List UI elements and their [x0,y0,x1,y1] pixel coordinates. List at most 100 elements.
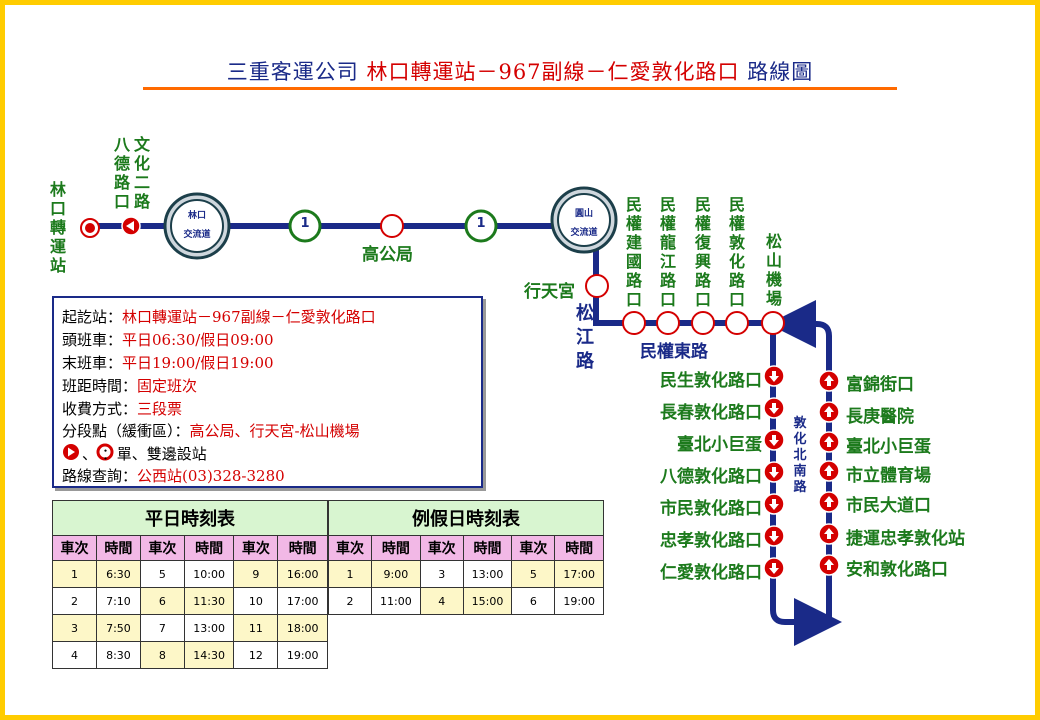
up-stop: 安和敦化路口 [846,560,948,580]
minquan-jianguo-stop [622,311,646,335]
down-arrow-icon [763,525,785,547]
holiday-timetable-title: 例假日時刻表 [328,500,604,536]
col-header-time: 時間 [95,535,141,561]
down-stop: 仁愛敦化路口 [660,563,762,583]
minquan-dunhua-label: 民權敦化路口 [728,195,745,309]
table-cell: 4 [419,587,464,615]
minquan-east-road-label: 民權東路 [640,342,708,362]
table-cell: 10:00 [183,560,235,588]
up-stop: 臺北小巨蛋 [846,437,931,457]
holiday-timetable: 例假日時刻表 車次 時間 車次 時間 車次 時間 1 9:00 3 13:00 … [327,500,604,615]
info-last-bus: 末班車：平日19:00/假日19:00 [62,354,274,372]
minquan-fuxing-stop [691,311,715,335]
minquan-dunhua-stop [725,311,749,335]
table-cell: 2 [327,587,373,615]
stage-marker-2 [464,209,498,243]
dunhua-north-road-label: 敦化北南路 [793,416,807,495]
hub1-label-top: 林口 [187,211,206,221]
table-cell: 3 [419,560,464,588]
weekday-timetable-title: 平日時刻表 [52,500,328,536]
minquan-longjiang-label: 民權龍江路口 [659,195,676,309]
table-cell: 8:30 [95,641,141,669]
table-cell: 6 [139,587,185,615]
table-cell: 13:00 [183,614,235,642]
route-name: 林口轉運站－967副線－仁愛敦化路口 [366,60,740,84]
up-arrow-icon [818,401,840,423]
table-cell: 5 [139,560,185,588]
up-arrow-icon [818,431,840,453]
linkou-label: 林口轉運站 [49,180,66,275]
up-arrow-icon [818,523,840,545]
hub1-label-bottom: 交流道 [183,230,211,240]
route-info-box: 起訖站：林口轉運站－967副線－仁愛敦化路口 頭班車：平日06:30/假日09:… [52,296,483,488]
table-cell: 14:30 [183,641,235,669]
songshan-airport-label: 松山機場 [765,232,782,308]
down-arrow-icon [763,461,785,483]
table-cell: 10 [233,587,279,615]
up-stop: 市民大道口 [846,496,931,516]
table-cell: 9:00 [371,560,421,588]
down-stop: 忠孝敦化路口 [660,531,762,551]
table-cell: 2 [52,587,97,615]
info-query: 路線查詢：公西站(03)328-3280 [62,467,285,485]
down-arrow-icon [763,493,785,515]
table-row: 1 9:00 3 13:00 5 17:00 [327,560,604,588]
up-arrow-icon [818,370,840,392]
info-headway: 班距時間：固定班次 [62,377,198,395]
table-cell: 8 [139,641,185,669]
gaogongju-stop [380,214,404,238]
col-header-time: 時間 [183,535,235,561]
col-header-time: 時間 [277,535,328,561]
table-cell: 19:00 [277,641,328,669]
down-arrow-icon [763,397,785,419]
down-stop: 八德敦化路口 [660,467,762,487]
route-line-northbound [768,300,832,622]
xingtiangong-stop [585,274,609,298]
table-cell: 6:30 [95,560,141,588]
col-header-no: 車次 [419,535,464,561]
minquan-jianguo-label: 民權建國路口 [625,195,642,309]
table-cell: 19:00 [554,587,604,615]
down-stop: 民生敦化路口 [660,371,762,391]
left-arrow-icon [126,221,134,231]
table-cell: 17:00 [554,560,604,588]
col-header-no: 車次 [52,535,97,561]
stage-marker-2-label: 1 [476,216,486,231]
table-cell: 1 [327,560,373,588]
table-cell: 7:10 [95,587,141,615]
table-cell: 17:00 [277,587,328,615]
table-cell: 12 [233,641,279,669]
southbound-stop-markers [763,365,785,579]
col-header-time: 時間 [462,535,513,561]
info-legend: 、 ：單、雙邊設站 [62,443,207,463]
yuanshan-interchange [550,186,618,254]
table-cell: 18:00 [277,614,328,642]
stage-marker-1-label: 1 [300,216,310,231]
table-cell: 13:00 [462,560,513,588]
stage-marker-1 [288,209,322,243]
table-cell: 15:00 [462,587,513,615]
page-title: 三重客運公司 林口轉運站－967副線－仁愛敦化路口 路線圖 [140,56,900,86]
company-name: 三重客運公司 [226,60,359,84]
songjiang-road-label: 松江路 [576,303,594,372]
minquan-fuxing-label: 民權復興路口 [694,195,711,309]
northbound-stop-markers [818,370,840,576]
table-cell: 16:00 [277,560,328,588]
table-row: 2 11:00 4 15:00 6 19:00 [327,587,604,615]
wenhua-label: 文化二路 [133,135,150,211]
table-row: 1 6:30 5 10:00 9 16:00 [52,560,328,588]
down-stop: 臺北小巨蛋 [677,435,762,455]
map-label: 路線圖 [747,60,814,84]
table-cell: 7:50 [95,614,141,642]
linkou-stop-dot [85,223,95,233]
info-first-bus: 頭班車：平日06:30/假日09:00 [62,331,274,349]
info-terminals: 起訖站：林口轉運站－967副線－仁愛敦化路口 [62,308,376,326]
weekday-timetable: 平日時刻表 車次 時間 車次 時間 車次 時間 1 6:30 5 10:00 9… [52,500,328,669]
col-header-time: 時間 [371,535,421,561]
hub2-label-bottom: 交流道 [570,228,598,238]
info-fare: 收費方式：三段票 [62,400,183,418]
bade-label: 八德路口 [113,135,130,211]
down-arrow-icon [763,557,785,579]
